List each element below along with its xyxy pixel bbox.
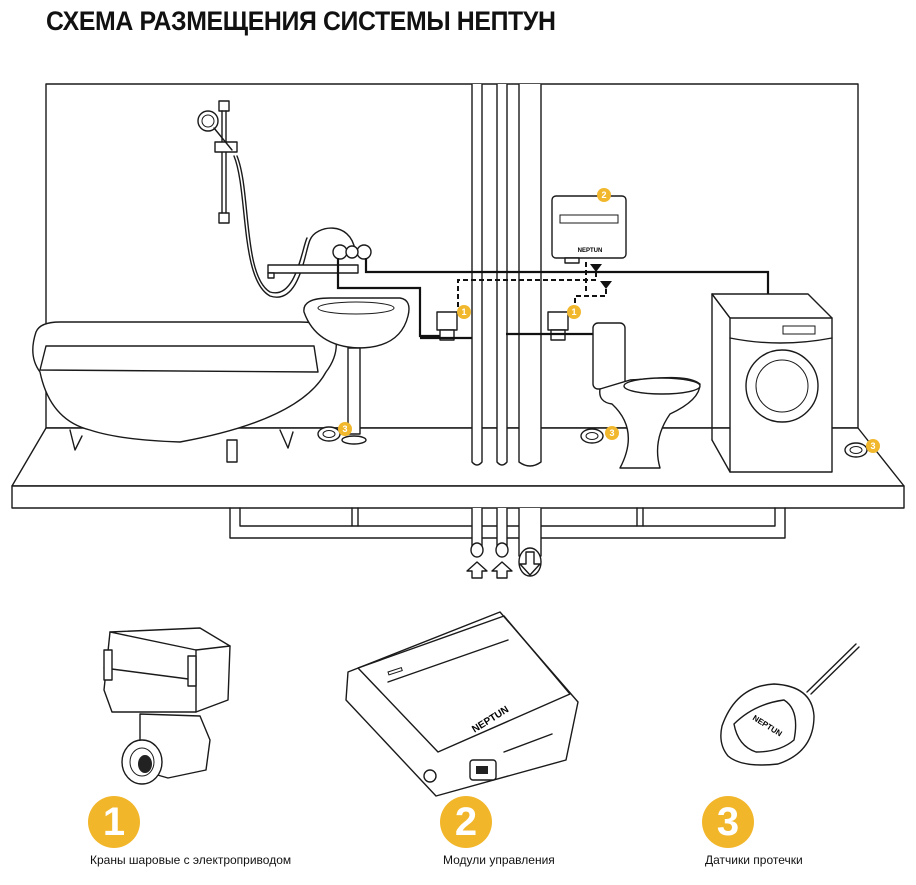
legend-badge-2: 2: [440, 796, 492, 848]
marker-1-badge: 1: [567, 305, 581, 319]
floor-edge: [11, 485, 905, 509]
shower-icon: [197, 100, 356, 298]
svg-text:3: 3: [342, 424, 347, 434]
marker-3-badge: 3: [338, 422, 352, 436]
marker-1-badge: 1: [457, 305, 471, 319]
marker-3-badge: 3: [866, 439, 880, 453]
legend-badge-1: 1: [88, 796, 140, 848]
marker-2-badge: 2: [597, 188, 611, 202]
arrow-up-icon: [491, 561, 513, 579]
arrow-up-icon: [466, 561, 488, 579]
water-pipe: [364, 258, 770, 296]
arrow-down-icon: [519, 551, 541, 576]
washbasin-icon: [303, 297, 410, 445]
svg-text:2: 2: [601, 190, 606, 200]
ball-valve-icon: [420, 311, 472, 341]
water-pipe: [336, 258, 440, 338]
leak-sensor-icon: [317, 426, 341, 442]
ball-valve-icon: [506, 311, 600, 341]
bathtub-icon: [32, 321, 337, 463]
legend-label-valves: Краны шаровые с электроприводом: [90, 853, 292, 867]
washing-machine-icon: [711, 293, 833, 473]
risers: [470, 84, 542, 577]
marker-3-badge: 3: [605, 426, 619, 440]
svg-text:1: 1: [571, 307, 576, 317]
control-module-icon: NEPTUN: [551, 195, 627, 289]
legend-ball-valve-illustration: [103, 627, 231, 785]
leak-sensor-icon: [580, 428, 604, 444]
control-cable: [457, 264, 597, 308]
legend-control-module-illustration: NEPTUN: [345, 611, 579, 797]
faucet-icon: [267, 244, 372, 279]
svg-text:3: 3: [609, 428, 614, 438]
toilet-icon: [592, 322, 701, 469]
legend-leak-sensor-illustration: NEPTUN: [720, 643, 860, 766]
svg-text:3: 3: [870, 441, 875, 451]
svg-text:1: 1: [461, 307, 466, 317]
legend-badge-3: 3: [702, 796, 754, 848]
control-cable: [574, 289, 607, 308]
legend-label-modules: Модули управления: [443, 853, 555, 867]
module-brand-label: NEPTUN: [578, 248, 603, 254]
legend-label-sensors: Датчики протечки: [705, 853, 803, 867]
leak-sensor-icon: [844, 442, 868, 458]
page-title: СХЕМА РАЗМЕЩЕНИЯ СИСТЕМЫ НЕПТУН: [46, 6, 556, 36]
